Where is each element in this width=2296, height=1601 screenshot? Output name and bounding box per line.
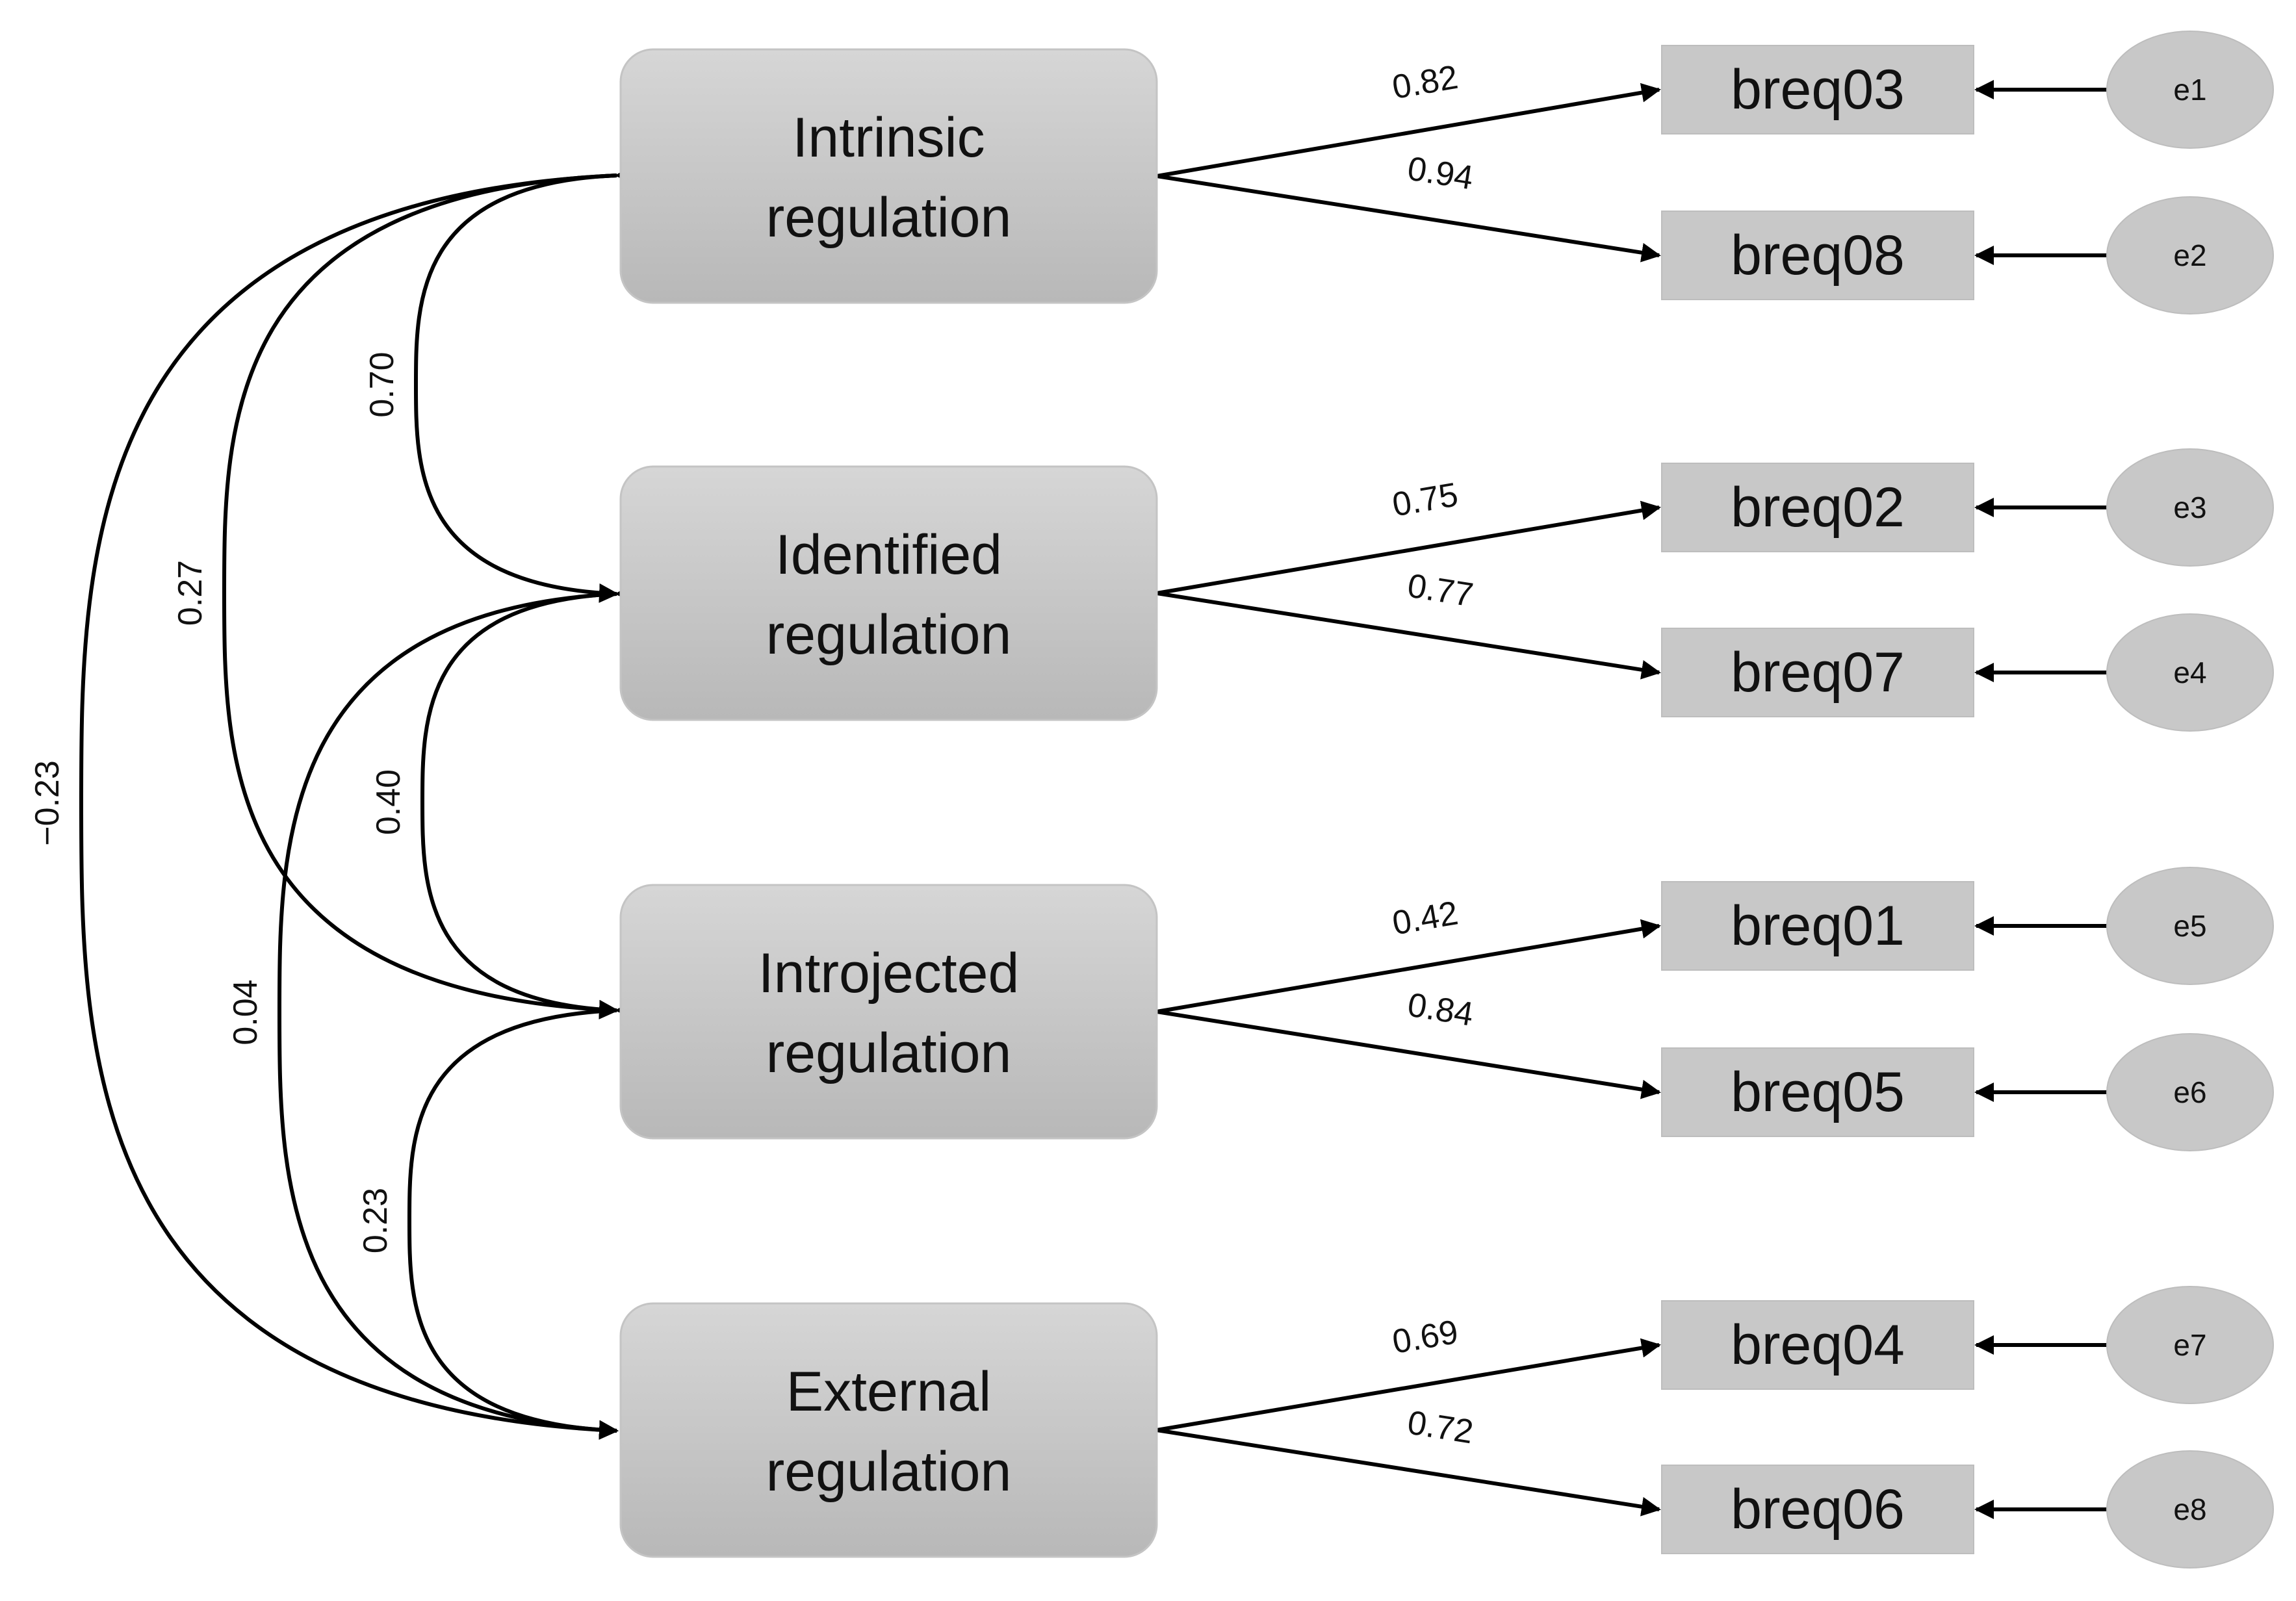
factor-label-line2: regulation [766, 604, 1012, 666]
correlation-arc-1-2 [420, 583, 635, 1019]
factor-external: External regulation [619, 1302, 1158, 1558]
factor-label-line1: Intrinsic [792, 107, 985, 169]
error-e4: e4 [1974, 613, 2274, 732]
factor-box [619, 884, 1158, 1140]
correlation-arc-1-3 [277, 583, 635, 1440]
factor-label-line2: regulation [766, 186, 1012, 249]
observed-indicators: breq03 breq08 breq02 breq07 breq01 breq05 breq… [1661, 45, 1974, 1554]
loading-label-breq07: 0.77 [1405, 567, 1476, 614]
error-ellipse [2106, 448, 2274, 567]
indicator-breq03: breq03 [1661, 45, 1974, 134]
indicator-box [1661, 1300, 1974, 1390]
indicator-breq07: breq07 [1661, 628, 1974, 717]
error-e3: e3 [1974, 448, 2274, 567]
factor-box [619, 465, 1158, 721]
correlation-arc-0-3 [79, 164, 635, 1440]
error-label: e3 [2173, 491, 2206, 524]
factor-intrinsic: Intrinsic regulation [619, 48, 1158, 304]
error-label: e2 [2173, 238, 2206, 272]
error-e1: e1 [1974, 31, 2274, 149]
indicator-box [1661, 628, 1974, 717]
error-e2: e2 [1974, 196, 2274, 314]
loading-path-breq03 [1156, 83, 1661, 178]
error-label: e7 [2173, 1328, 2206, 1362]
indicator-breq06: breq06 [1661, 1465, 1974, 1554]
factor-box [619, 1302, 1158, 1558]
error-ellipse [2106, 613, 2274, 732]
indicator-box [1661, 1465, 1974, 1554]
error-ellipse [2106, 31, 2274, 149]
error-label: e8 [2173, 1492, 2206, 1526]
indicator-breq01: breq01 [1661, 881, 1974, 971]
loading-label-breq06: 0.72 [1405, 1403, 1476, 1451]
correlation-arc-0-2 [222, 164, 635, 1019]
indicator-label: breq01 [1731, 895, 1905, 957]
loading-path-breq05 [1156, 1010, 1661, 1099]
indicator-breq02: breq02 [1661, 463, 1974, 552]
indicator-box [1661, 211, 1974, 300]
indicator-label: breq08 [1731, 224, 1905, 287]
error-label: e1 [2173, 73, 2206, 107]
indicator-box [1661, 45, 1974, 134]
error-ellipse [2106, 1033, 2274, 1151]
error-terms: e1 e2 e3 e4 e5 e6 e7 e8 [1974, 31, 2274, 1569]
error-label: e5 [2173, 909, 2206, 943]
correlation-label-0-1: 0.70 [363, 352, 401, 417]
correlation-label-1-2: 0.40 [370, 769, 407, 835]
error-label: e4 [2173, 656, 2206, 689]
indicator-box [1661, 881, 1974, 971]
indicator-label: breq07 [1731, 641, 1905, 704]
loading-label-breq03: 0.82 [1389, 58, 1461, 107]
factor-loadings: 0.82 0.94 0.75 0.77 0.42 0.84 0.69 0.72 [1156, 58, 1661, 1517]
error-e8: e8 [1974, 1450, 2274, 1569]
factor-introjected: Introjected regulation [619, 884, 1158, 1140]
loading-path-breq04 [1156, 1338, 1661, 1432]
correlation-arc-0-1 [413, 164, 635, 603]
factor-label-line1: Identified [775, 524, 1002, 586]
factor-label-line1: External [786, 1361, 992, 1423]
indicator-box [1661, 463, 1974, 552]
indicator-label: breq06 [1731, 1478, 1905, 1541]
factor-box [619, 48, 1158, 304]
correlation-label-0-2: 0.27 [172, 560, 209, 626]
error-ellipse [2106, 867, 2274, 985]
loading-path-breq01 [1156, 919, 1661, 1014]
error-e7: e7 [1974, 1286, 2274, 1404]
loading-path-breq06 [1156, 1428, 1661, 1517]
loading-path-breq08 [1156, 174, 1661, 263]
factor-label-line1: Introjected [758, 942, 1020, 1005]
error-e5: e5 [1974, 867, 2274, 985]
indicator-breq04: breq04 [1661, 1300, 1974, 1390]
indicator-breq05: breq05 [1661, 1047, 1974, 1137]
error-ellipse [2106, 1450, 2274, 1569]
loading-label-breq08: 0.94 [1405, 149, 1476, 197]
loading-path-breq07 [1156, 591, 1661, 680]
factor-label-line2: regulation [766, 1022, 1012, 1084]
correlation-label-0-3: −0.23 [29, 760, 66, 846]
loading-label-breq04: 0.69 [1389, 1313, 1460, 1361]
correlation-label-2-3: 0.23 [357, 1188, 394, 1253]
error-e6: e6 [1974, 1033, 2274, 1151]
loading-label-breq05: 0.84 [1405, 986, 1476, 1033]
indicator-label: breq03 [1731, 58, 1905, 121]
indicator-breq08: breq08 [1661, 211, 1974, 300]
factor-label-line2: regulation [766, 1441, 1012, 1503]
correlation-arcs: 0.70 0.40 0.23 0.27 0.04 −0.23 [29, 164, 635, 1440]
factor-identified: Identified regulation [619, 465, 1158, 721]
indicator-box [1661, 1047, 1974, 1137]
latent-factors: IntrinsicregulationIdentifiedregulationI… [619, 48, 1158, 1558]
indicator-label: breq02 [1731, 476, 1905, 539]
error-ellipse [2106, 196, 2274, 314]
error-label: e6 [2173, 1075, 2206, 1109]
loading-path-breq02 [1156, 500, 1661, 595]
error-ellipse [2106, 1286, 2274, 1404]
indicator-label: breq04 [1731, 1314, 1905, 1376]
correlation-label-1-3: 0.04 [227, 979, 264, 1045]
correlation-arc-2-3 [407, 999, 635, 1440]
loading-label-breq02: 0.75 [1389, 476, 1461, 524]
loading-label-breq01: 0.42 [1389, 894, 1461, 942]
indicator-label: breq05 [1731, 1061, 1905, 1123]
